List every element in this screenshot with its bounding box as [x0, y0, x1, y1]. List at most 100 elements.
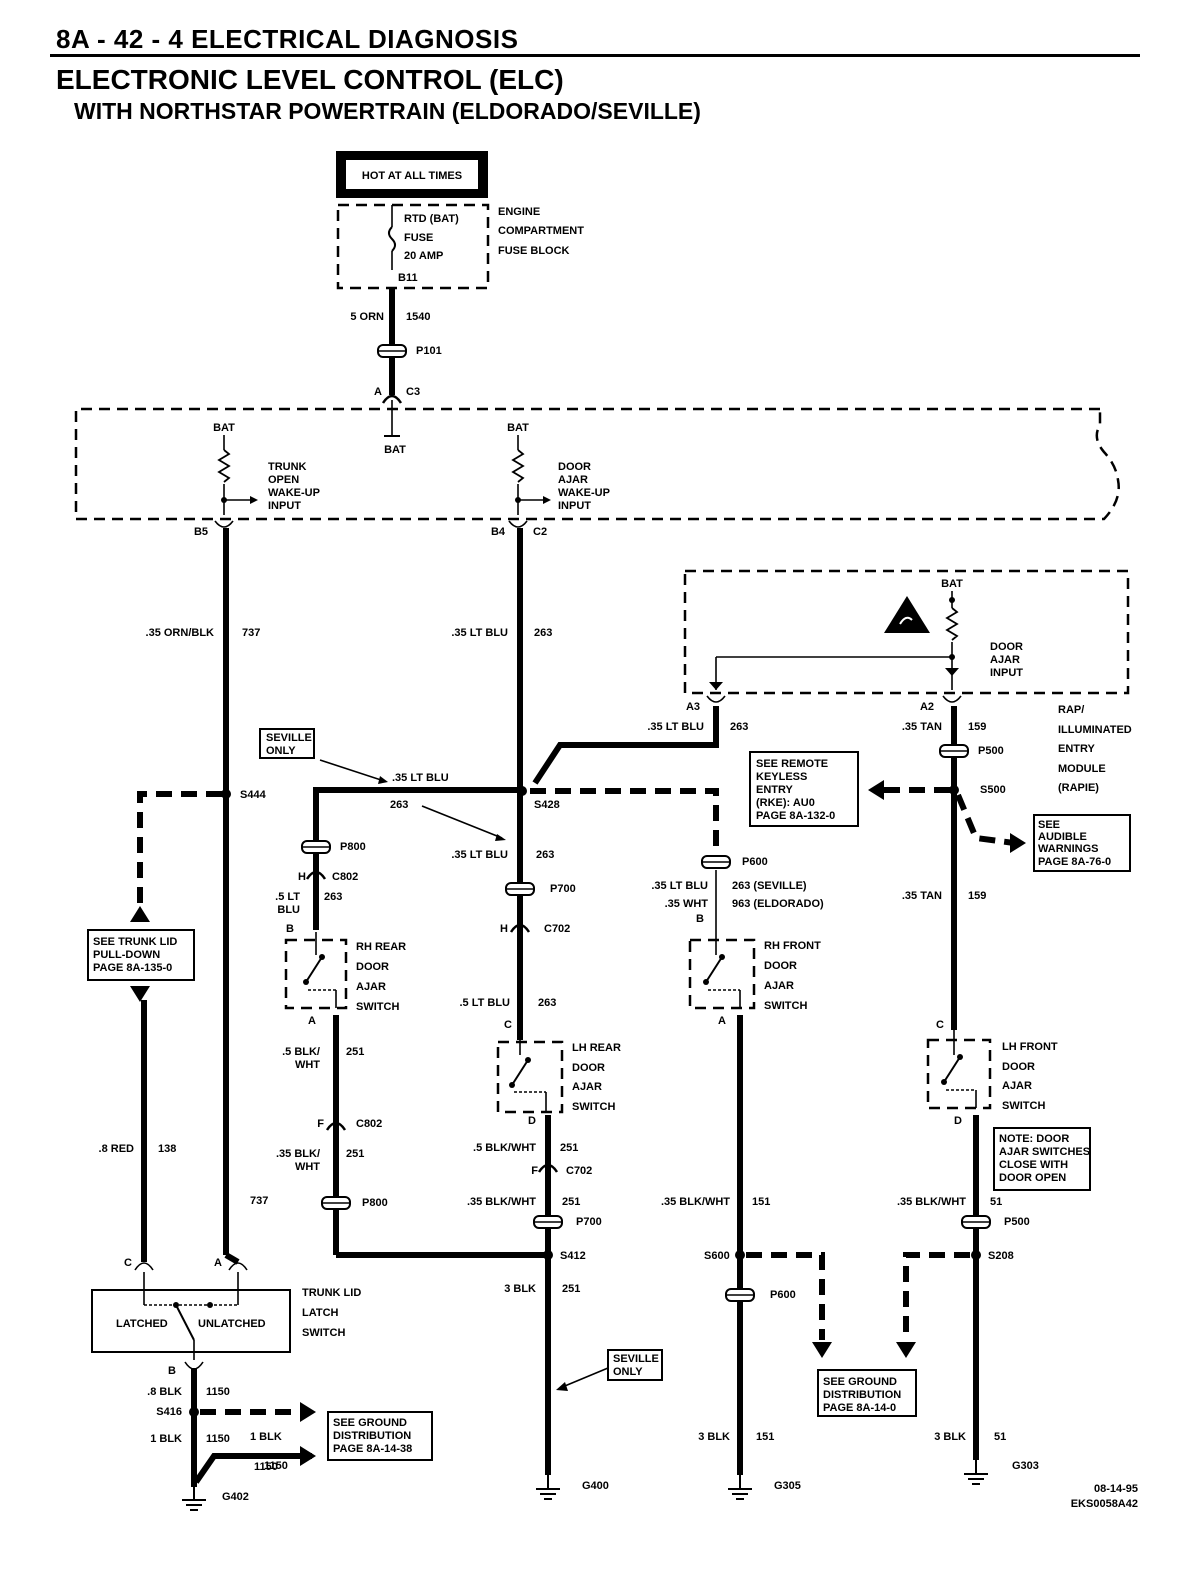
wire-263-rh-front-dashed: [530, 788, 719, 850]
rh-rear-label-1: RH REAR: [356, 941, 406, 953]
lh-front-label-3: AJAR: [1002, 1080, 1032, 1092]
connector-c702-top-label: C702: [544, 923, 570, 935]
wire-159-a2-circuit: 159: [968, 721, 986, 733]
arrow-right-icon: [300, 1402, 316, 1422]
fuse-block-label-2: COMPARTMENT: [498, 225, 584, 237]
connector-p101: [377, 344, 407, 358]
lh-front-label-1: LH FRONT: [1002, 1041, 1058, 1053]
wire-737-color: .35 ORN/BLK: [146, 627, 215, 639]
wire-159-mid-circuit: 159: [968, 890, 986, 902]
elc-module: BAT TRUNK OPEN WAKE-UP INPUT BAT DOOR AJ…: [74, 407, 1120, 521]
wire-1540-color: 5 ORN: [350, 311, 384, 323]
ground-dist-2-line-2: DISTRIBUTION: [333, 1430, 411, 1442]
ground-dist-2-line-1: SEE GROUND: [333, 1417, 407, 1429]
rke-line-1: SEE REMOTE: [756, 758, 828, 770]
wire-263-s428-circuit: 263: [390, 799, 408, 811]
rh-front-label-3: AJAR: [764, 980, 794, 992]
connector-p700-top-label: P700: [550, 883, 576, 895]
rh-front-label-2: DOOR: [764, 960, 797, 972]
connector-c702-bot-label: C702: [566, 1165, 592, 1177]
trunk-input-3: WAKE-UP: [268, 487, 320, 499]
ground-g303-label: G303: [1012, 1460, 1039, 1472]
ground-g400-label: G400: [582, 1480, 609, 1492]
rapie-label: RAP/ ILLUMINATED ENTRY MODULE (RAPIE): [1058, 704, 1132, 794]
trunk-input-4: INPUT: [268, 500, 301, 512]
wire-963-rhf-circuit: 963 (ELDORADO): [732, 898, 824, 910]
wire-1150-a-circuit: 1150: [206, 1386, 230, 1398]
arrow-left-icon: [868, 780, 884, 800]
rh-front-label-1: RH FRONT: [764, 940, 821, 952]
door-note-line-1: NOTE: DOOR: [999, 1133, 1069, 1145]
rke-note: SEE REMOTE KEYLESS ENTRY (RKE): AU0 PAGE…: [749, 751, 859, 827]
elc-bat-2: BAT: [507, 422, 529, 434]
rapie-label-4: MODULE: [1058, 763, 1106, 775]
wire-1150-b-circuit: 1150: [206, 1433, 230, 1445]
arrow-right-icon: [300, 1446, 316, 1466]
connector-p600-top: [701, 855, 731, 869]
arrow-down-icon: [130, 986, 150, 1002]
wire-263-rh-circuit: 263: [324, 891, 342, 903]
connector-p600-top-label: P600: [742, 856, 768, 868]
pin-c-lhf: C: [936, 1019, 944, 1031]
rapie-label-1: RAP/: [1058, 704, 1084, 716]
fuse-block-label-1: ENGINE: [498, 206, 540, 218]
door-note-line-3: CLOSE WITH: [999, 1159, 1068, 1171]
connector-p500-top: [939, 744, 969, 758]
wire-963-rhf-color: .35 WHT: [665, 898, 709, 910]
rke-line-5: PAGE 8A-132-0: [756, 810, 835, 822]
header-rule: [50, 54, 1140, 57]
pin-b-rhf: B: [696, 913, 704, 925]
wire-263-rhf-color: .35 LT BLU: [651, 880, 708, 892]
fuse-word: FUSE: [404, 232, 433, 244]
ground-dist-1-line-2: DISTRIBUTION: [823, 1389, 901, 1401]
footer-date: 08-14-95: [1094, 1483, 1138, 1495]
fuse-block: HOT AT ALL TIMES RTD (BAT) FUSE 20 AMP B…: [336, 151, 584, 290]
elc-bat-1: BAT: [213, 422, 235, 434]
wire-263-lhr-color: .5 LT BLU: [459, 997, 510, 1009]
ground-g303-icon: [963, 1459, 989, 1485]
wire-263-a3-circuit: 263: [730, 721, 748, 733]
pin-a3: A3: [686, 701, 700, 713]
splice-s416-label: S416: [156, 1406, 182, 1418]
splice-s444-label: S444: [240, 789, 267, 801]
wire-263-mid-circuit: 263: [536, 849, 554, 861]
seville-only-2-line-2: ONLY: [613, 1366, 643, 1378]
connector-p600-bot-label: P600: [770, 1289, 796, 1301]
connector-c802-top-label: C802: [332, 871, 358, 883]
door-input-4: INPUT: [558, 500, 591, 512]
splice-s412: [543, 1250, 553, 1260]
rapie-label-2: ILLUMINATED: [1058, 724, 1132, 736]
wire-138-color: .8 RED: [99, 1143, 135, 1155]
wire-251-rh-color-1: .5 BLK/: [282, 1046, 320, 1058]
connector-p700-bot: [533, 1215, 563, 1229]
wire-737-circuit: 737: [242, 627, 260, 639]
wire-138-circuit: 138: [158, 1143, 176, 1155]
wire-1150-a-color: .8 BLK: [147, 1386, 182, 1398]
wire-263-rh-color-1: .5 LT: [275, 891, 300, 903]
pin-d-lhr: D: [528, 1115, 536, 1127]
trunk-lid-latch-switch: LATCHED UNLATCHED: [91, 1272, 291, 1360]
wire-51-color: .35 BLK/WHT: [897, 1196, 966, 1208]
wire-151-circuit: 151: [752, 1196, 770, 1208]
pin-a-trunk: A: [214, 1257, 222, 1269]
connector-p800-bot: [321, 1196, 351, 1210]
ground-g402-label: G402: [222, 1491, 249, 1503]
rh-front-label-4: SWITCH: [764, 1000, 807, 1012]
wire-251-rh-color-2: WHT: [295, 1059, 320, 1071]
trunk-pulldown-line-2: PULL-DOWN: [93, 949, 160, 961]
splice-s500-label: S500: [980, 784, 1006, 796]
pin-h-lh: H: [500, 923, 508, 935]
wire-251-lhr-color: .5 BLK/WHT: [473, 1142, 536, 1154]
pin-a-label: A: [374, 386, 382, 398]
wire-251-p700-color: .35 BLK/WHT: [467, 1196, 536, 1208]
rh-rear-label-4: SWITCH: [356, 1001, 399, 1013]
seville-only-2-line-1: SEVILLE: [613, 1353, 659, 1365]
wire-1150-c-color: 1 BLK: [250, 1431, 282, 1443]
connector-p800-bot-label: P800: [362, 1197, 388, 1209]
wire-1150-b-color: 1 BLK: [150, 1433, 182, 1445]
pin-b5: B5: [194, 526, 208, 538]
splice-s412-label: S412: [560, 1250, 586, 1262]
trunk-input-1: TRUNK: [268, 461, 307, 473]
ground-g400-icon: [535, 1474, 561, 1500]
splice-s416: [189, 1407, 199, 1417]
